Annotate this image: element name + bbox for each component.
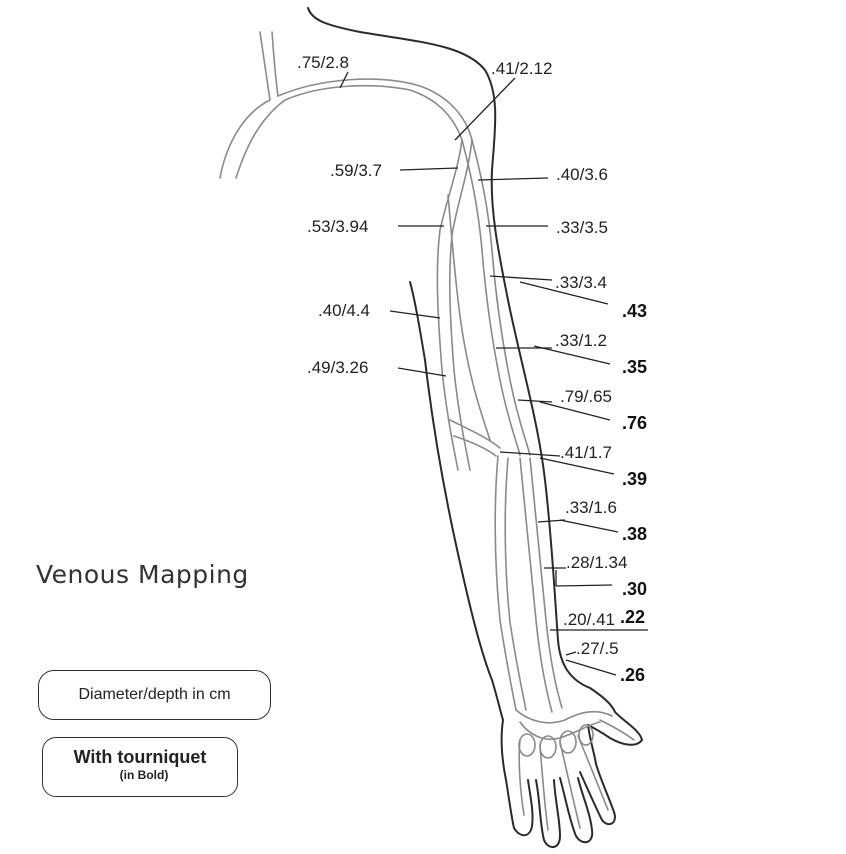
label-outer-6: .41/1.7 [560, 443, 612, 462]
measurement-labels: .75/2.8 .41/2.12 .59/3.7 .53/3.94 .40/4.… [297, 53, 647, 685]
label-forearm-1-tourniquet: .38 [622, 524, 647, 544]
label-wrist: .27/.5 [576, 639, 619, 658]
label-outer-3: .33/3.4 [555, 273, 607, 292]
label-forearm-1: .33/1.6 [565, 498, 617, 517]
label-wrist-tourniquet: .26 [620, 665, 645, 685]
legend-tourniquet-subtext: (in Bold) [43, 768, 237, 782]
label-inner-3: .40/4.4 [318, 301, 370, 320]
label-outer-1: .40/3.6 [556, 165, 608, 184]
label-outer-5-tourniquet: .76 [622, 413, 647, 433]
label-inner-4: .49/3.26 [307, 358, 368, 377]
label-outer-4: .33/1.2 [555, 331, 607, 350]
label-forearm-2-tourniquet: .30 [622, 579, 647, 599]
label-outer-5: .79/.65 [560, 387, 612, 406]
vein-network [220, 32, 634, 830]
label-forearm-3-tourniquet: .22 [620, 607, 645, 627]
leader-lines [340, 72, 648, 675]
legend-diameter-depth: Diameter/depth in cm [38, 670, 271, 720]
arm-outline [308, 8, 642, 847]
label-forearm-3: .20/.41 [563, 610, 615, 629]
label-outer-2: .33/3.5 [556, 218, 608, 237]
label-axillary: .41/2.12 [491, 59, 552, 78]
label-forearm-2: .28/1.34 [566, 553, 627, 572]
diagram-title: Venous Mapping [36, 560, 249, 589]
legend-tourniquet-text: With tourniquet [43, 747, 237, 768]
label-subclavian: .75/2.8 [297, 53, 349, 72]
label-outer-4-tourniquet: .35 [622, 357, 647, 377]
label-outer-6-tourniquet: .39 [622, 469, 647, 489]
label-inner-2: .53/3.94 [307, 217, 368, 236]
legend-tourniquet: With tourniquet (in Bold) [42, 737, 238, 797]
legend-diameter-depth-text: Diameter/depth in cm [78, 686, 230, 704]
label-inner-1: .59/3.7 [330, 161, 382, 180]
label-outer-3-tourniquet: .43 [622, 301, 647, 321]
